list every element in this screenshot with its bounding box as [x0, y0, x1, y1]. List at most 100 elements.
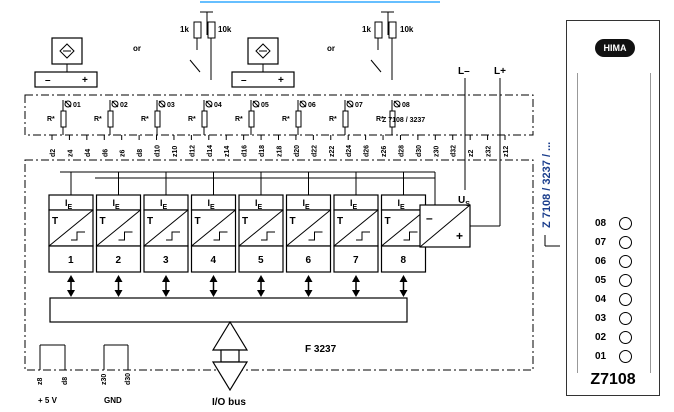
pin-d2: d2	[50, 149, 57, 157]
pin-d18: d18	[259, 145, 266, 157]
channel-3: IE T 3	[143, 172, 189, 297]
svg-text:IE: IE	[160, 198, 168, 211]
channel-number: 6	[306, 255, 312, 266]
resistor-1k-label: 1k	[180, 25, 189, 34]
pin-d12: d12	[189, 145, 196, 157]
resistor-label: R*	[47, 116, 55, 123]
or-label-1: or	[133, 44, 141, 53]
input-num-label: 07	[355, 102, 363, 109]
pin-z30: z30	[433, 146, 440, 157]
pin-z30: z30	[101, 374, 108, 385]
svg-text:+: +	[456, 229, 463, 243]
led-07: 07	[595, 233, 655, 252]
svg-text:IE: IE	[208, 198, 216, 211]
led-indicator-icon	[619, 255, 632, 268]
board-label: Z 7108 / 3237	[382, 117, 425, 124]
resistor-label: R*	[188, 116, 196, 123]
pin-d6: d6	[102, 149, 109, 157]
pin-d28: d28	[398, 145, 405, 157]
svg-text:+: +	[278, 75, 284, 86]
svg-text:–: –	[45, 75, 51, 86]
svg-text:–: –	[241, 75, 247, 86]
svg-text:–: –	[426, 211, 433, 225]
svg-text:T: T	[195, 216, 201, 227]
inputs-layer: 01R*02R*03R*04R*05R*06R*07R*08R*	[47, 100, 410, 135]
channel-number: 5	[258, 255, 264, 266]
input-num-label: 01	[73, 102, 81, 109]
input-02: 02R*	[94, 100, 128, 135]
resistor-1k-label-2: 1k	[362, 25, 371, 34]
pin-d20: d20	[294, 145, 301, 157]
led-indicator-icon	[619, 217, 632, 230]
voltage-label: + 5 V	[38, 396, 58, 405]
channel-4: IE T 4	[190, 172, 237, 297]
led-03: 03	[595, 309, 655, 328]
model-label: Z7108	[590, 371, 636, 388]
led-indicator-icon	[619, 331, 632, 344]
svg-text:IE: IE	[303, 198, 311, 211]
input-08: 08R*	[376, 100, 410, 135]
us-label: US	[458, 195, 470, 208]
pin-d8: d8	[62, 377, 69, 385]
led-indicator-icon	[619, 236, 632, 249]
module-label: F 3237	[305, 344, 337, 355]
led-08: 08	[595, 214, 655, 233]
led-indicator-icon	[619, 274, 632, 287]
side-label: Z 7108 / 3237 / ...	[541, 142, 553, 228]
svg-text:T: T	[242, 216, 248, 227]
input-num-label: 06	[308, 102, 316, 109]
bus-box	[49, 297, 408, 323]
power-supply-block: – + US	[419, 140, 501, 248]
pin-z14: z14	[224, 146, 231, 157]
input-num-label: 05	[261, 102, 269, 109]
pin-d10: d10	[155, 145, 162, 157]
input-05: 05R*	[235, 100, 269, 135]
resistor-10k-label-2: 10k	[400, 25, 414, 34]
input-num-label: 04	[214, 102, 222, 109]
pin-d4: d4	[85, 149, 92, 157]
board-outline	[24, 94, 534, 136]
pin-z12: z12	[503, 146, 510, 157]
input-04: 04R*	[188, 100, 222, 135]
led-05: 05	[595, 271, 655, 290]
svg-text:T: T	[147, 216, 153, 227]
pin-d8: d8	[137, 149, 144, 157]
contact-group-1: 1k 10k	[180, 11, 232, 80]
pin-d26: d26	[364, 145, 371, 157]
channel-number: 7	[353, 255, 359, 266]
resistor-label: R*	[235, 116, 243, 123]
channel-6: IE T 6	[285, 172, 332, 297]
resistor-label: R*	[94, 116, 102, 123]
svg-text:T: T	[290, 216, 296, 227]
sensor-2: – +	[231, 37, 295, 88]
pin-z6: z6	[120, 150, 127, 158]
svg-text:+: +	[82, 75, 88, 86]
pin-d30: d30	[416, 145, 423, 157]
resistor-label: R*	[329, 116, 337, 123]
resistor-label: R*	[376, 116, 384, 123]
pin-d24: d24	[346, 145, 353, 157]
io-bus-label: I/O bus	[212, 397, 246, 408]
resistor-label: R*	[141, 116, 149, 123]
led-02: 02	[595, 328, 655, 347]
pin-z8: z8	[37, 378, 44, 386]
channel-number: 4	[211, 255, 217, 266]
channel-number: 3	[163, 255, 169, 266]
gnd-label: GND	[104, 396, 122, 405]
pin-d32: d32	[451, 145, 458, 157]
l-plus-label: L+	[494, 66, 506, 77]
svg-text:T: T	[100, 216, 106, 227]
wiring-diagram: – + – + or or 1k 10k 1k 10k L– L+	[24, 1, 560, 408]
sensor-1: – +	[34, 37, 98, 88]
led-01: 01	[595, 347, 655, 366]
resistor-label: R*	[282, 116, 290, 123]
l-minus-label: L–	[458, 66, 470, 77]
